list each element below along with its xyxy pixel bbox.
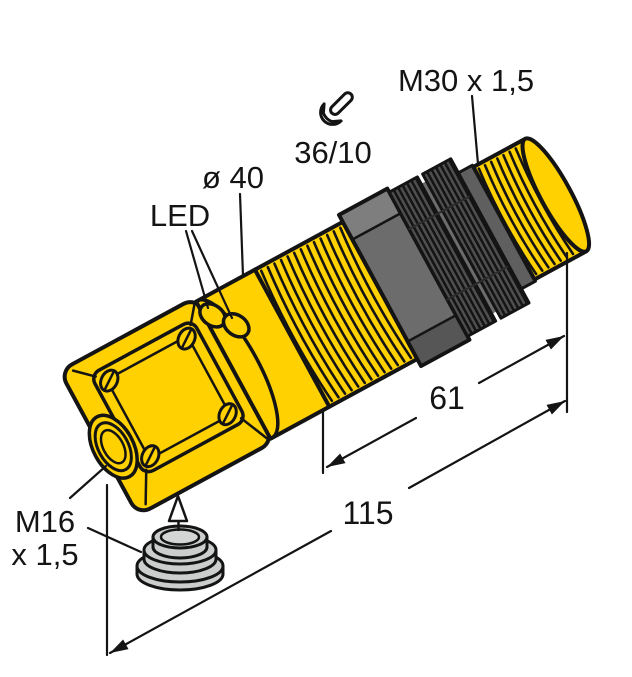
leader-m16-hole — [68, 464, 108, 500]
knurl-teeth — [393, 160, 528, 334]
leader-m16-cap — [86, 526, 143, 554]
knurled-nuts — [387, 157, 531, 338]
dimension-text-115: 115 — [342, 495, 393, 531]
label-m30-thread: M30 x 1,5 — [398, 63, 534, 98]
arrowhead — [327, 453, 346, 467]
m30-barrel-section — [471, 136, 592, 282]
hex-facet-lines — [351, 212, 458, 343]
label-diameter: ø 40 — [202, 160, 264, 195]
leader-led-1 — [184, 229, 210, 310]
head-cover-inner-frame — [107, 337, 230, 458]
knurl-divider — [421, 181, 498, 314]
arrowhead — [546, 401, 565, 415]
dimension-text-61: 61 — [429, 380, 465, 416]
annotations — [68, 91, 569, 657]
knurl-rows — [408, 194, 510, 301]
leader-led-2 — [190, 229, 234, 320]
label-m16-line1: M16 — [15, 504, 75, 539]
leader-m30 — [470, 94, 480, 166]
blanking-cap — [135, 524, 225, 592]
body-thread-ribs — [259, 226, 413, 403]
label-wrench-spec: 36/10 — [294, 135, 372, 170]
terminal-head — [62, 300, 272, 513]
barrel-end-face — [520, 136, 592, 254]
hex-nut — [337, 186, 472, 369]
cover-screw — [99, 368, 120, 393]
hex-bottom-facet — [409, 316, 467, 364]
label-led: LED — [150, 198, 210, 233]
arrowhead — [110, 639, 129, 653]
wrench-icon — [319, 91, 354, 126]
dimension-61 — [325, 334, 566, 469]
cover-screw — [176, 326, 197, 351]
arrowhead — [545, 336, 564, 350]
label-m16-line2: x 1,5 — [11, 537, 78, 572]
cover-screw — [140, 444, 161, 469]
dimension-115 — [108, 399, 567, 655]
hex-top-facet — [341, 191, 399, 239]
sensor-assembly — [62, 136, 592, 513]
leader-diameter — [238, 192, 245, 278]
cover-screw — [217, 402, 238, 427]
led-indicator — [221, 311, 251, 339]
m16-gland-hole — [87, 413, 139, 480]
head-corner-bevels — [71, 303, 269, 506]
up-arrow-icon — [167, 494, 189, 531]
